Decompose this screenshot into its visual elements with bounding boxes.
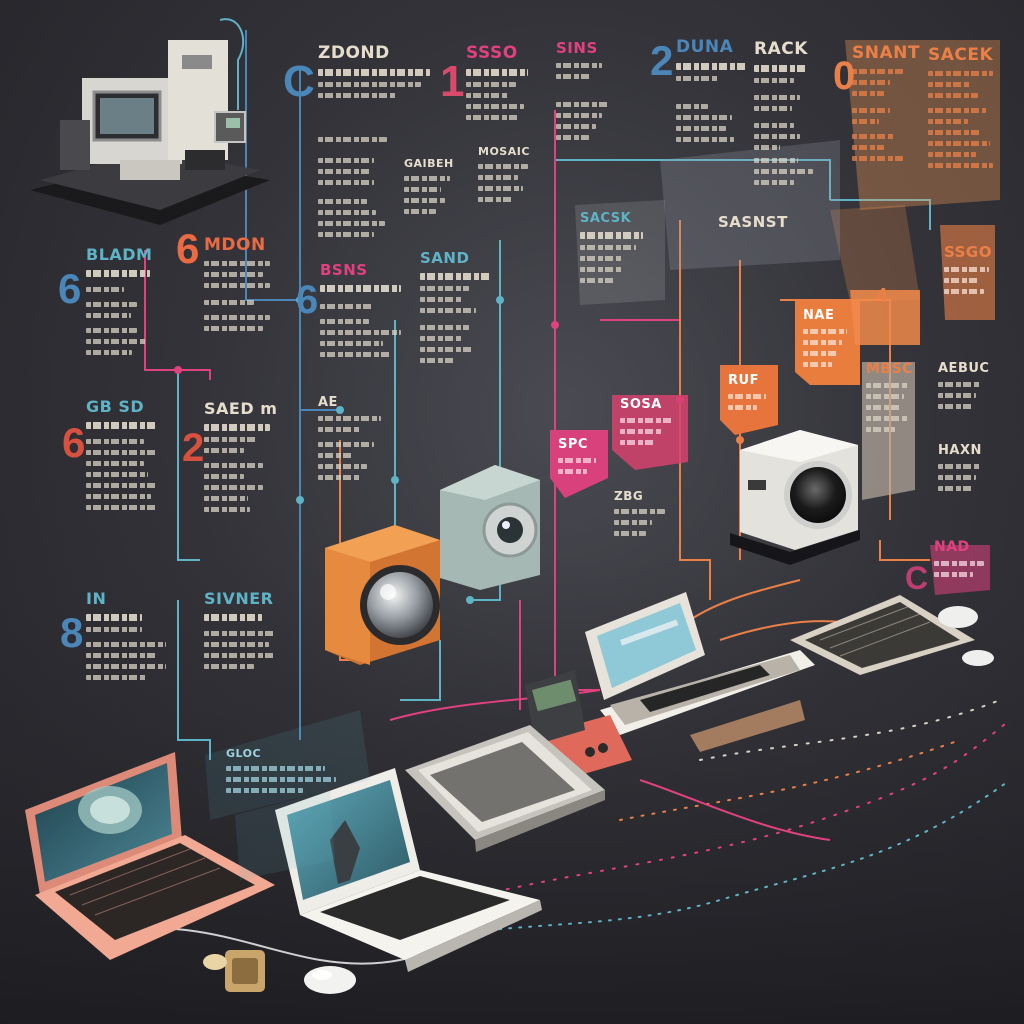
laptop-illustration-center xyxy=(585,592,815,752)
block-heading: MOSAIC xyxy=(478,145,530,158)
block-heading: SSGO xyxy=(944,243,992,261)
info-block-ssgo: SSGO xyxy=(944,244,994,294)
info-block-aebuc: AEBUC xyxy=(938,361,990,410)
block-heading: ZDOND xyxy=(318,43,390,63)
block-heading: RACK xyxy=(754,39,808,59)
tag-spc: SPC xyxy=(550,432,608,482)
step-number-6-a: 6 xyxy=(58,265,82,312)
orange-camera-illustration xyxy=(325,525,440,665)
info-block-sacsk: SACSK xyxy=(580,211,650,284)
tag-nae: NAE xyxy=(795,303,860,375)
info-block-ssso: SSSO xyxy=(466,44,528,120)
info-block-nad: NAD xyxy=(934,539,990,578)
info-block-gloc: GLOC xyxy=(226,747,336,794)
tag-heading: SPC xyxy=(558,437,588,452)
tag-heading: RUF xyxy=(728,373,759,388)
info-block-snant: SNANT xyxy=(852,43,920,161)
step-number-2-mid: 2 xyxy=(182,426,205,470)
info-block-mbsc: MBSC xyxy=(866,361,914,433)
info-block-mdon: MDON xyxy=(204,236,270,331)
keyboard-illustration-right xyxy=(790,595,994,675)
tablet-illustration xyxy=(405,725,605,852)
block-heading: BLADM xyxy=(86,245,153,264)
block-heading: IN xyxy=(86,589,107,608)
block-heading: BSNS xyxy=(320,261,368,279)
mouse-illustration xyxy=(203,950,356,994)
block-heading: SIVNER xyxy=(204,589,274,608)
step-number-8: 8 xyxy=(60,609,84,656)
step-number-c: C xyxy=(283,57,315,106)
block-heading: SACSK xyxy=(580,211,632,226)
tag-heading: SOSA xyxy=(620,397,662,412)
block-heading: AE xyxy=(318,395,338,410)
teal-camera-illustration xyxy=(440,465,540,590)
info-block-haxn: HAXN xyxy=(938,443,986,492)
info-block-gbsd: GB SD xyxy=(86,398,158,510)
laptop-illustration-white xyxy=(275,768,542,972)
info-block-rack: RACK xyxy=(754,40,820,185)
block-heading: GB SD xyxy=(86,397,145,416)
speaker-device-illustration xyxy=(730,430,860,565)
step-number-6-b: 6 xyxy=(176,225,200,272)
block-heading: GLOC xyxy=(226,747,262,760)
block-heading: DUNA xyxy=(676,37,734,57)
info-block-duna: DUNA xyxy=(676,38,748,142)
info-block-ae: AE xyxy=(318,395,388,481)
block-heading: SAND xyxy=(420,249,470,267)
info-block-sivner: SIVNER xyxy=(204,590,276,669)
block-heading: MBSC xyxy=(866,361,913,377)
block-heading: NAD xyxy=(934,539,970,555)
block-heading: AEBUC xyxy=(938,361,990,376)
block-heading: SINS xyxy=(556,39,598,57)
tag-heading: NAE xyxy=(803,308,835,323)
info-block-sacek: SACEK xyxy=(928,46,1000,168)
info-block-zdond: ZDOND xyxy=(318,44,430,237)
info-block-zbg: ZBG xyxy=(614,489,678,537)
step-number-4: 4 xyxy=(876,285,888,307)
block-heading: MDON xyxy=(204,235,266,255)
block-heading: ZBG xyxy=(614,489,644,503)
info-block-bsns: BSNS xyxy=(320,262,410,357)
block-heading: SACEK xyxy=(928,45,994,65)
step-number-2-top: 2 xyxy=(650,37,674,84)
info-block-sand: SAND xyxy=(420,250,490,363)
block-heading: SAED m xyxy=(204,399,278,418)
vintage-computer-illustration xyxy=(30,40,270,225)
info-block-mosaic: MOSAIC xyxy=(478,145,530,203)
info-block-gaibeh: GAIBEH xyxy=(404,157,454,215)
step-number-6-c: 6 xyxy=(296,278,319,322)
info-block-in: IN xyxy=(86,590,166,680)
laptop-illustration-pink xyxy=(25,752,275,960)
block-heading: GAIBEH xyxy=(404,157,454,170)
connector-nodes xyxy=(174,296,744,604)
step-number-0: 0 xyxy=(833,54,856,98)
info-block-sasnst: SASNST xyxy=(718,214,796,231)
block-heading: SASNST xyxy=(718,213,788,231)
step-number-1: 1 xyxy=(440,57,465,106)
step-number-6-d: 6 xyxy=(62,419,86,466)
info-block-saedm: SAED m xyxy=(204,399,278,512)
tag-ruf: RUF xyxy=(720,368,778,418)
tag-sosa: SOSA xyxy=(612,392,688,453)
block-heading: SSSO xyxy=(466,43,518,63)
info-block-sins: SINS xyxy=(556,40,622,140)
step-number-c-right: C xyxy=(905,560,929,596)
block-heading: SNANT xyxy=(852,43,920,63)
block-heading: HAXN xyxy=(938,443,982,458)
info-block-bladm: BLADM xyxy=(86,245,153,355)
